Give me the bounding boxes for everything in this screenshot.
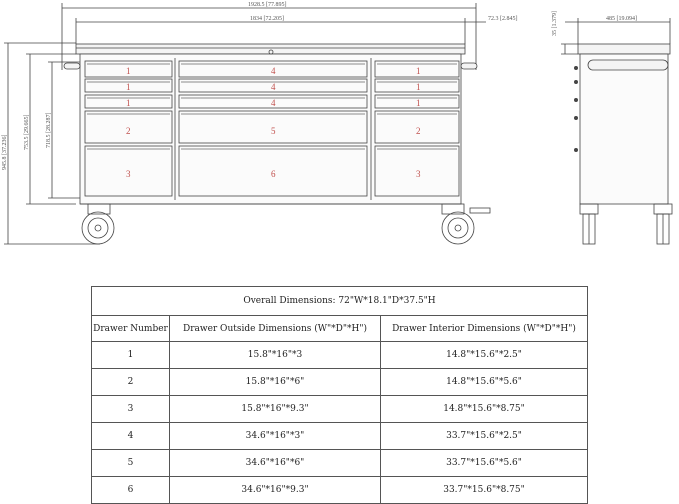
outside-dimensions-cell: 34.6"*16"*9.3": [169, 476, 381, 504]
tool-chest-drawing: 1928.5 [77.895] 1834 [72.205] 72.3 [2.84…: [2, 2, 673, 245]
table-title: Overall Dimensions: 72"W*18.1"D*37.5"H: [90, 286, 589, 316]
drawer-number-cell: 1: [91, 341, 170, 369]
outside-dimensions-cell: 15.8"*16"*9.3": [169, 395, 381, 423]
table-row: 1 15.8"*16"*3 14.8"*15.6"*2.5": [91, 341, 589, 369]
drawer-number-cell: 2: [91, 368, 170, 396]
interior-dimensions-cell: 33.7"*15.6"*5.6": [379, 449, 589, 477]
interior-dimensions-cell: 14.8"*15.6"*5.6": [379, 368, 589, 396]
drawer-number-cell: 5: [91, 449, 170, 477]
interior-dimensions-cell: 33.7"*15.6"*8.75": [379, 476, 589, 504]
outside-dimensions-cell: 15.8"*16"*6": [169, 368, 381, 396]
dim-overall-width: 1928.5 [77.895]: [248, 2, 287, 8]
dim-top-thickness: 35 [1.379]: [552, 11, 558, 36]
drawer-number: 3: [126, 169, 131, 179]
outside-dimensions-cell: 34.6"*16"*6": [169, 449, 381, 477]
drawer-number-cell: 4: [91, 422, 170, 450]
table-row: 4 34.6"*16"*3" 33.7"*15.6"*2.5": [91, 422, 589, 450]
table-row: 6 34.6"*16"*9.3" 33.7"*15.6"*8.75": [91, 476, 589, 504]
drawer-number: 4: [271, 82, 276, 92]
drawer-number: 1: [416, 82, 421, 92]
dim-side-overhang: 72.3 [2.845]: [488, 16, 518, 22]
table-row: 3 15.8"*16"*9.3" 14.8"*15.6"*8.75": [91, 395, 589, 423]
drawer-number: 6: [271, 169, 276, 179]
drawer-number: 1: [416, 98, 421, 108]
drawer-number: 5: [271, 126, 276, 136]
header-outside-dimensions: Drawer Outside Dimensions (W"*D"*H"): [169, 315, 381, 342]
header-interior-dimensions: Drawer Interior Dimensions (W"*D"*H"): [379, 315, 589, 342]
table-row: 2 15.8"*16"*6" 14.8"*15.6"*5.6": [91, 368, 589, 396]
drawer-number: 1: [126, 66, 131, 76]
drawer-number: 2: [126, 126, 131, 136]
drawer-number: 1: [126, 98, 131, 108]
dim-top-width: 1834 [72.205]: [250, 16, 284, 22]
drawer-number: 3: [416, 169, 421, 179]
outside-dimensions-cell: 15.8"*16"*3: [169, 341, 381, 369]
drawer-number-cell: 3: [91, 395, 170, 423]
dim-depth: 485 [19.094]: [606, 16, 637, 22]
interior-dimensions-cell: 14.8"*15.6"*8.75": [379, 395, 589, 423]
dimensions-table: Overall Dimensions: 72"W*18.1"D*37.5"H D…: [90, 286, 589, 504]
interior-dimensions-cell: 14.8"*15.6"*2.5": [379, 341, 589, 369]
header-drawer-number: Drawer Number: [91, 315, 170, 342]
dim-body-height: 753.5 [29.665]: [24, 115, 30, 151]
outside-dimensions-cell: 34.6"*16"*3": [169, 422, 381, 450]
drawer-number: 4: [271, 66, 276, 76]
drawer-number-cell: 6: [91, 476, 170, 504]
dim-drawer-height: 718.5 [28.287]: [46, 113, 52, 149]
drawer-number: 2: [416, 126, 421, 136]
dim-total-height: 945.8 [37.236]: [2, 135, 8, 171]
drawer-number: 4: [271, 98, 276, 108]
drawer-number: 1: [126, 82, 131, 92]
interior-dimensions-cell: 33.7"*15.6"*2.5": [379, 422, 589, 450]
table-row: 5 34.6"*16"*6" 33.7"*15.6"*5.6": [91, 449, 589, 477]
drawer-number: 1: [416, 66, 421, 76]
